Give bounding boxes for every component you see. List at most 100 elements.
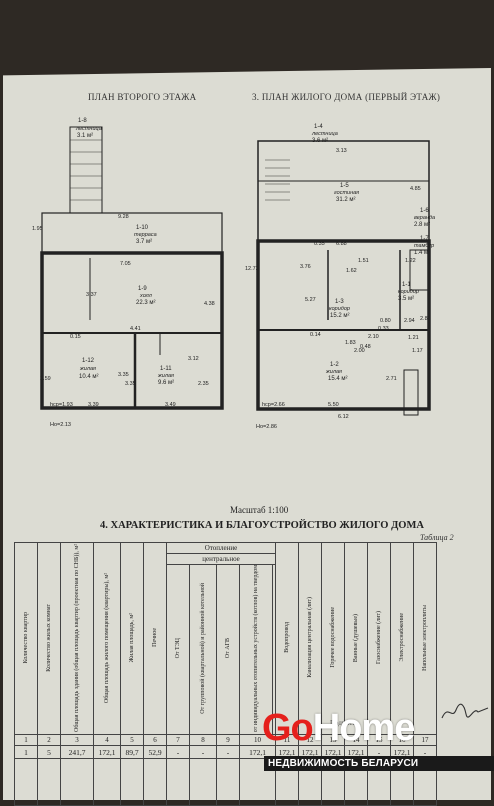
dim-second-0: 9.28 <box>118 214 129 220</box>
th-11: Канализация центральная (лит) <box>298 541 322 736</box>
scale-label: Масштаб 1:100 <box>230 505 289 515</box>
col-empty-3 <box>60 758 94 806</box>
col-number-6: 6 <box>143 734 167 747</box>
second-floor-outline <box>41 212 223 409</box>
room-area-1-1: 3.5 м² <box>398 296 414 302</box>
dim-second-4: 4.38 <box>204 301 215 307</box>
dim-first-11: 0.80 <box>380 318 391 324</box>
th-7: От групповой (квартальной) и районной ко… <box>189 563 217 736</box>
vestibule <box>409 249 430 291</box>
first-floor-walls <box>256 239 431 411</box>
stair-treads <box>70 139 290 201</box>
room-area-1-6: 2.8 м² <box>414 222 430 228</box>
dim-first-1: 4.85 <box>410 186 421 192</box>
dim-first-22: hср=2.66 <box>262 402 285 408</box>
dim-second-7: 3.12 <box>188 356 199 362</box>
col-value-1: 1 <box>14 745 38 760</box>
room-area-1-8: 3.1 м² <box>77 133 93 139</box>
room-area-1-7: 1.4 м² <box>414 250 430 256</box>
dim-first-15: 2.10 <box>368 334 379 340</box>
signature-icon <box>441 703 489 719</box>
th-8: От АГВ <box>216 563 240 736</box>
col-number-5: 5 <box>120 734 144 747</box>
dim-first-0: 3.13 <box>336 148 347 154</box>
dim-second-12: 3.39 <box>88 402 99 408</box>
room-name-1-1: коридор <box>398 289 419 295</box>
room-area-1-11: 9.6 м² <box>158 380 174 386</box>
room-label-1-8: 1-8 <box>78 118 87 124</box>
dim-first-8: 1.22 <box>405 258 416 264</box>
room-name-1-8: лестница <box>75 126 102 132</box>
gohome-logo: GoHome НЕДВИЖИМОСТЬ БЕЛАРУСИ <box>262 708 494 771</box>
dim-first-14: 2.81 <box>420 316 431 322</box>
stair-second <box>69 126 103 214</box>
dim-first-3: 0.35 <box>314 241 325 247</box>
signature-caption: Подпись <box>330 719 356 727</box>
second-floor-title: ПЛАН ВТОРОГО ЭТАЖА <box>88 92 197 102</box>
dim-second-14: hср=1.93 <box>50 402 73 408</box>
th-2: Общая площадь здания (общая площадь квар… <box>60 541 94 736</box>
dim-second-9: 3.35 <box>118 372 129 378</box>
room-name-1-3: коридор <box>329 306 350 312</box>
logo-subtitle: НЕДВИЖИМОСТЬ БЕЛАРУСИ <box>264 756 494 771</box>
room-name-1-4: лестница <box>311 131 338 137</box>
dim-first-2: 12.72 <box>245 266 259 272</box>
characteristics-table: Количество квартир Количество жилых комн… <box>14 541 437 806</box>
dim-first-24: 6.12 <box>338 414 349 420</box>
room-area-1-10: 3.7 м² <box>136 239 152 245</box>
col-number-17: 17 <box>413 734 437 747</box>
room-label-1-5: 1-5 <box>340 183 349 189</box>
col-number-1: 1 <box>14 734 38 747</box>
dim-second-1: 1.95 <box>32 226 43 232</box>
col-value-2: 5 <box>37 745 61 760</box>
dim-second-8: 2.59 <box>40 376 51 382</box>
room-area-1-9: 22.3 м² <box>136 300 155 306</box>
col-value-4: 172,1 <box>93 745 121 760</box>
th-heating: Отопление <box>166 542 276 554</box>
col-empty-2 <box>37 758 61 806</box>
dim-first-12: 0.33 <box>378 326 389 332</box>
col-value-8: - <box>189 745 217 760</box>
dim-first-19: 2.00 <box>354 348 365 354</box>
col-empty-1 <box>14 758 38 806</box>
col-empty-6 <box>143 758 167 806</box>
dim-first-10: 0.14 <box>310 332 321 338</box>
dim-first-21: 0.48 <box>360 344 371 350</box>
col-number-8: 8 <box>189 734 217 747</box>
col-value-6: 52,9 <box>143 745 167 760</box>
col-number-4: 4 <box>93 734 121 747</box>
th-13: Ванные (душевые) <box>344 541 368 736</box>
th-9: от индивидуальных отопительных устройств… <box>239 563 273 736</box>
dim-first-7: 1.51 <box>358 258 369 264</box>
dim-first-4: 6.88 <box>336 241 347 247</box>
first-floor-porch-top <box>257 140 430 182</box>
room-label-1-2: 1-2 <box>330 362 339 368</box>
dim-first-6: 1.62 <box>346 268 357 274</box>
col-empty-7 <box>166 758 190 806</box>
room-label-1-12: 1-12 <box>82 358 95 364</box>
col-empty-5 <box>120 758 144 806</box>
dim-first-13: 2.94 <box>404 318 415 324</box>
room-name-1-5: гостиная <box>334 190 359 196</box>
th-15: Электроснабжение <box>390 541 414 736</box>
dim-second-10: 3.35 <box>125 381 136 387</box>
room-name-1-9: холл <box>139 293 152 299</box>
room-name-1-7: тамбур <box>414 243 434 249</box>
dim-second-6: 0.15 <box>70 334 81 340</box>
dim-first-18: 1.17 <box>412 348 423 354</box>
dim-second-15: Hо=2.13 <box>50 422 71 428</box>
dim-second-11: 2.35 <box>198 381 209 387</box>
section-title: 4. ХАРАКТЕРИСТИКА И БЛАГОУСТРОЙСТВО ЖИЛО… <box>100 520 424 531</box>
room-area-1-3: 15.2 м² <box>330 313 349 319</box>
th-0: Количество квартир <box>14 541 38 736</box>
col-number-9: 9 <box>216 734 240 747</box>
th-6: От ТЭЦ <box>166 563 190 736</box>
th-1: Количество жилых комнат <box>37 541 61 736</box>
th-10: Водопровод <box>275 541 299 736</box>
room-label-1-11: 1-11 <box>160 366 172 372</box>
room-label-1-10: 1-10 <box>136 225 149 231</box>
room-name-1-12: жилая <box>79 366 96 372</box>
room-name-1-6: веранда <box>414 215 435 221</box>
